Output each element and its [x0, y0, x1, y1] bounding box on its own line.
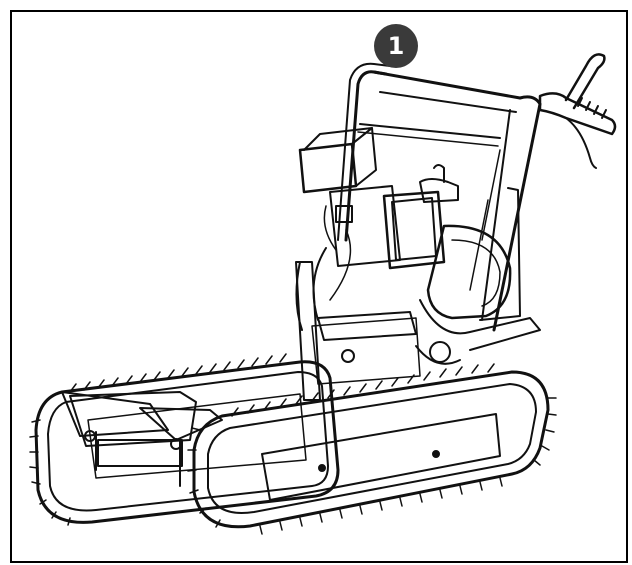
cross-frame	[61, 391, 223, 487]
right-track	[187, 363, 557, 535]
callout-badge-1: 1	[374, 24, 418, 68]
left-track	[29, 353, 340, 526]
engine-assembly	[295, 127, 541, 401]
figure-frame	[10, 10, 628, 563]
handle-bar-assembly	[323, 53, 617, 332]
